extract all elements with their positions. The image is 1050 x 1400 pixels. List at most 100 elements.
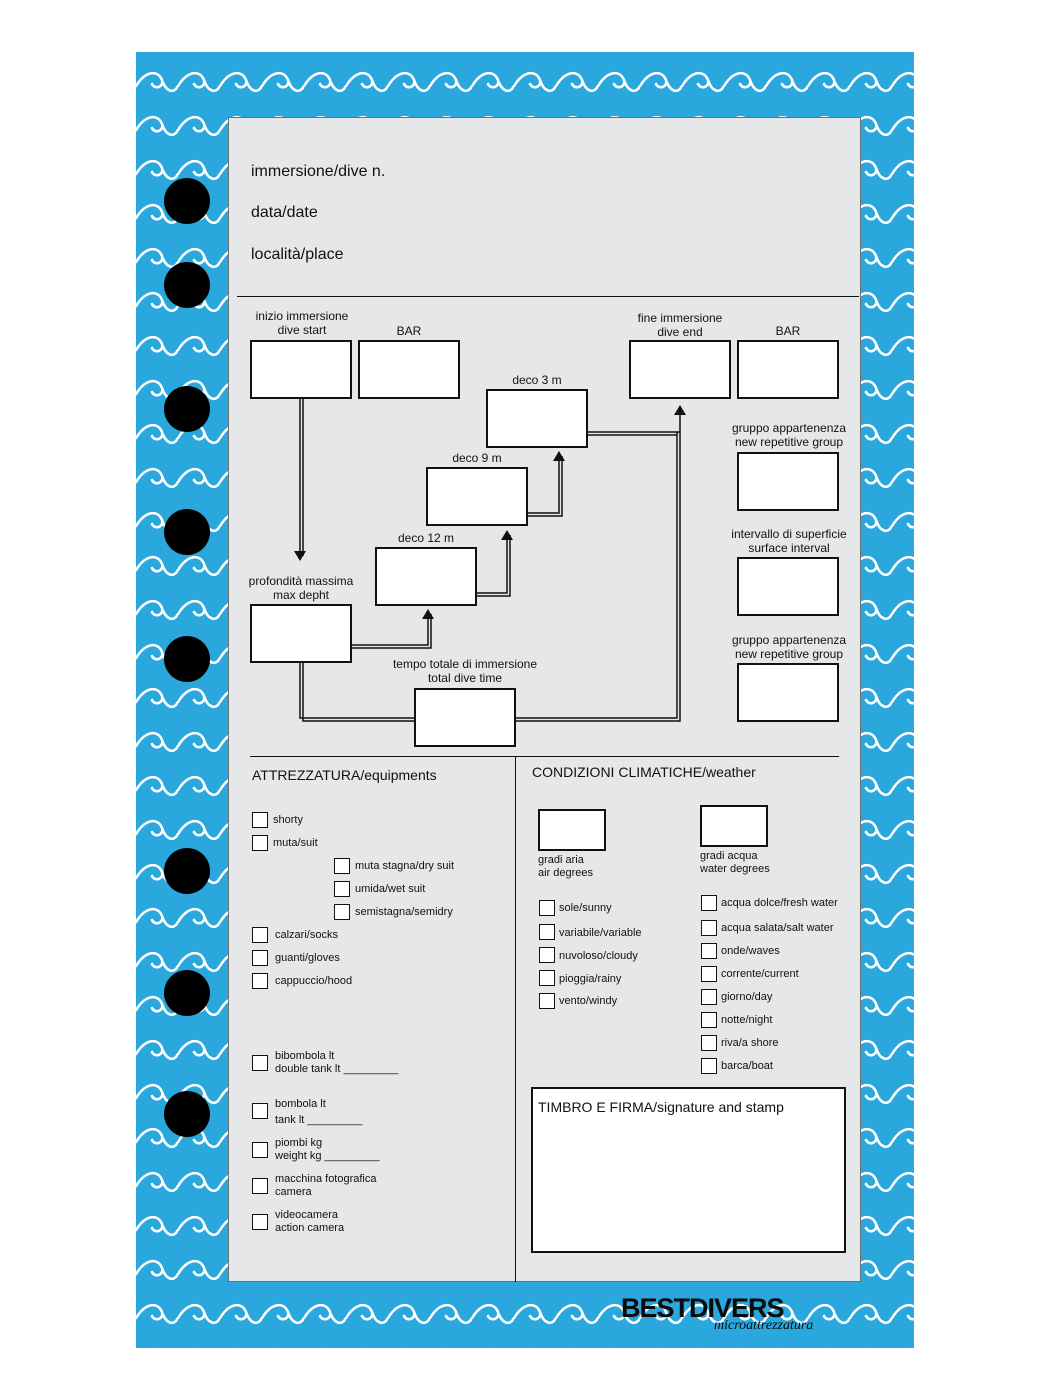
drysuit-checkbox[interactable]	[334, 858, 350, 874]
shore-label: riva/a shore	[721, 1037, 779, 1049]
semidry-label: semistagna/semidry	[355, 906, 453, 918]
suit-label: muta/suit	[273, 837, 318, 849]
deco-9m-label: deco 9 m	[452, 451, 502, 465]
profile-divider	[250, 756, 839, 757]
weight-checkbox[interactable]	[252, 1142, 268, 1158]
waves-checkbox[interactable]	[701, 943, 717, 959]
variable-checkbox[interactable]	[539, 924, 555, 940]
column-divider	[515, 756, 516, 1282]
drysuit-label: muta stagna/dry suit	[355, 860, 455, 872]
repetitive-group-field[interactable]	[737, 452, 839, 511]
waves-label: onde/waves	[721, 945, 780, 957]
semidry-checkbox[interactable]	[334, 904, 350, 920]
bar-end-label: BAR	[775, 324, 801, 338]
wetsuit-checkbox[interactable]	[334, 881, 350, 897]
max-depth-field[interactable]	[250, 604, 352, 663]
binder-hole	[164, 386, 210, 432]
salt-water-checkbox[interactable]	[701, 920, 717, 936]
gloves-checkbox[interactable]	[252, 950, 268, 966]
suit-checkbox[interactable]	[252, 835, 268, 851]
bar-end-field[interactable]	[737, 340, 839, 399]
videocamera-checkbox[interactable]	[252, 1214, 268, 1230]
hood-checkbox[interactable]	[252, 973, 268, 989]
bar-start-field[interactable]	[358, 340, 460, 399]
day-checkbox[interactable]	[701, 989, 717, 1005]
rainy-checkbox[interactable]	[539, 970, 555, 986]
variable-label: variabile/variable	[559, 927, 642, 939]
place-label: località/place	[251, 246, 344, 263]
dive-number-label: immersione/dive n.	[251, 163, 386, 180]
binder-hole	[164, 178, 210, 224]
gloves-label: guanti/gloves	[275, 952, 340, 964]
boat-label: barca/boat	[721, 1060, 773, 1072]
repetitive-group-2-field[interactable]	[737, 663, 839, 722]
dive-end-field[interactable]	[629, 340, 731, 399]
equipment-title: ATTREZZATURA/equipments	[252, 767, 437, 783]
bar-start-label: BAR	[396, 324, 422, 338]
weather-title: CONDIZIONI CLIMATICHE/weather	[532, 764, 756, 780]
deco-12m-label: deco 12 m	[397, 531, 455, 545]
air-degrees-field[interactable]	[538, 809, 606, 851]
tank-checkbox[interactable]	[252, 1103, 268, 1119]
binder-hole	[164, 636, 210, 682]
binder-hole	[164, 1091, 210, 1137]
night-label: notte/night	[721, 1014, 773, 1026]
sunny-label: sole/sunny	[559, 902, 612, 914]
cloudy-checkbox[interactable]	[539, 947, 555, 963]
sunny-checkbox[interactable]	[539, 900, 555, 916]
windy-checkbox[interactable]	[539, 993, 555, 1009]
deco-12m-field[interactable]	[375, 547, 477, 606]
double-tank-checkbox[interactable]	[252, 1055, 268, 1071]
boat-checkbox[interactable]	[701, 1058, 717, 1074]
surface-interval-field[interactable]	[737, 557, 839, 616]
current-label: corrente/current	[721, 968, 799, 980]
brand-tagline: microattrezzatura	[714, 1318, 814, 1333]
signature-stamp-box[interactable]	[531, 1087, 846, 1253]
deco-3m-field[interactable]	[486, 389, 588, 448]
shore-checkbox[interactable]	[701, 1035, 717, 1051]
camera-checkbox[interactable]	[252, 1178, 268, 1194]
socks-label: calzari/socks	[275, 929, 338, 941]
fresh-water-label: acqua dolce/fresh water	[721, 897, 838, 909]
shorty-label: shorty	[273, 814, 303, 826]
date-label: data/date	[251, 204, 318, 221]
hood-label: cappuccio/hood	[275, 975, 353, 987]
total-dive-time-field[interactable]	[414, 688, 516, 747]
deco-3m-label: deco 3 m	[512, 373, 562, 387]
deco-9m-field[interactable]	[426, 467, 528, 526]
current-checkbox[interactable]	[701, 966, 717, 982]
brand-logo: BESTDIVERS	[621, 1293, 785, 1323]
binder-hole	[164, 509, 210, 555]
binder-hole	[164, 848, 210, 894]
night-checkbox[interactable]	[701, 1012, 717, 1028]
shorty-checkbox[interactable]	[252, 812, 268, 828]
signature-label: TIMBRO E FIRMA/signature and stamp	[538, 1099, 784, 1115]
dive-start-field[interactable]	[250, 340, 352, 399]
day-label: giorno/day	[721, 991, 773, 1003]
windy-label: vento/windy	[559, 995, 618, 1007]
binder-hole	[164, 970, 210, 1016]
binder-hole	[164, 262, 210, 308]
header-divider	[237, 296, 859, 297]
salt-water-label: acqua salata/salt water	[721, 922, 834, 934]
cloudy-label: nuvoloso/cloudy	[559, 950, 638, 962]
fresh-water-checkbox[interactable]	[701, 895, 717, 911]
water-degrees-field[interactable]	[700, 805, 768, 847]
socks-checkbox[interactable]	[252, 927, 268, 943]
rainy-label: pioggia/rainy	[559, 973, 622, 985]
